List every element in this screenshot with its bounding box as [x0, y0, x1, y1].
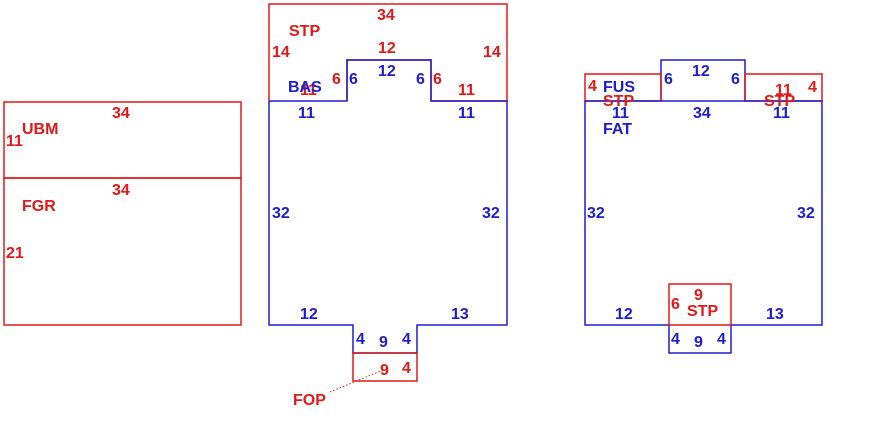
bas-top-dimension: 12 — [378, 63, 396, 80]
fat-bottom-left-dimension: 12 — [615, 306, 633, 323]
fat-outline[interactable] — [584, 100, 823, 354]
stp-inner-left-dimension: 6 — [332, 71, 341, 88]
fgr-side-dimension: 21 — [6, 245, 24, 262]
right-building: 12 6 6 34 FUS 4 STP 11 4 STP 11 11 FAT 3… — [584, 59, 823, 354]
stp-right-width-dimension: 11 — [775, 82, 792, 99]
fat-label: FAT — [603, 121, 632, 138]
stp-bottom-outline[interactable] — [668, 283, 732, 326]
fgr-outline[interactable] — [3, 177, 242, 326]
bas-notch-left-dimension: 4 — [356, 331, 365, 348]
fat-notch-bottom-dimension: 9 — [694, 334, 703, 351]
stp-top-dimension: 34 — [377, 7, 395, 24]
bas-bottom-right-dimension: 13 — [451, 306, 469, 323]
stp-right-dimension: 14 — [483, 44, 501, 61]
left-building: UBM 34 11 FGR 34 21 — [3, 101, 242, 326]
ubm-side-dimension: 11 — [6, 133, 23, 150]
stp-left-label: STP — [603, 93, 634, 110]
fus-right-dimension: 6 — [731, 71, 740, 88]
fat-shoulder-right-dimension: 11 — [773, 105, 790, 122]
stp-left-width-dimension: 4 — [588, 78, 597, 95]
fus-width-dimension: 34 — [693, 105, 711, 122]
ubm-label: UBM — [22, 121, 58, 138]
fop-height-dimension: 4 — [402, 360, 411, 377]
bas-bottom-left-dimension: 12 — [300, 306, 318, 323]
stp-label: STP — [289, 23, 320, 40]
fat-shoulder-left-dimension: 11 — [612, 105, 629, 122]
stp-bottom-top-dimension: 9 — [694, 287, 703, 304]
stp-right-label: STP — [764, 93, 795, 110]
bas-side-left-dimension: 32 — [272, 205, 290, 222]
stp-right-height-dimension: 4 — [808, 79, 817, 96]
bas-notch-bottom-dimension: 9 — [379, 334, 388, 351]
stp-inner-top-dimension: 12 — [378, 40, 396, 57]
fat-notch-right-dimension: 4 — [717, 331, 726, 348]
stp-inner-right-dimension: 6 — [433, 71, 442, 88]
fop-label: FOP — [293, 392, 326, 409]
stp-bottom-label: STP — [687, 303, 718, 320]
fat-bottom-right-dimension: 13 — [766, 306, 784, 323]
bas-label: BAS — [288, 79, 322, 96]
stp-bottom-left-dimension: 6 — [671, 296, 680, 313]
bas-step-left-dimension: 6 — [349, 71, 358, 88]
middle-building: STP 34 14 14 12 6 6 11 11 BAS 12 6 6 11 … — [268, 3, 508, 409]
bas-notch-right-dimension: 4 — [402, 331, 411, 348]
stp-right-bottom-dimension: 11 — [458, 82, 475, 99]
fop-outline[interactable] — [352, 352, 418, 382]
fop-width-dimension: 9 — [380, 362, 389, 379]
fgr-top-dimension: 34 — [112, 182, 130, 199]
stp-left-dimension: 14 — [272, 44, 290, 61]
fat-side-left-dimension: 32 — [587, 205, 605, 222]
bas-shoulder-right-dimension: 11 — [458, 105, 475, 122]
fus-label: FUS — [603, 79, 635, 96]
ubm-top-dimension: 34 — [112, 105, 130, 122]
fgr-label: FGR — [22, 198, 56, 215]
fat-notch-left-dimension: 4 — [671, 331, 680, 348]
bas-shoulder-left-dimension: 11 — [298, 105, 315, 122]
bas-step-right-dimension: 6 — [416, 71, 425, 88]
stp-left-bottom-dimension: 11 — [300, 82, 317, 99]
fus-left-dimension: 6 — [664, 71, 673, 88]
fop-leader-line — [329, 369, 384, 393]
bas-outline[interactable] — [268, 59, 508, 354]
bas-side-right-dimension: 32 — [482, 205, 500, 222]
fat-side-right-dimension: 32 — [797, 205, 815, 222]
fus-top-dimension: 12 — [692, 63, 710, 80]
